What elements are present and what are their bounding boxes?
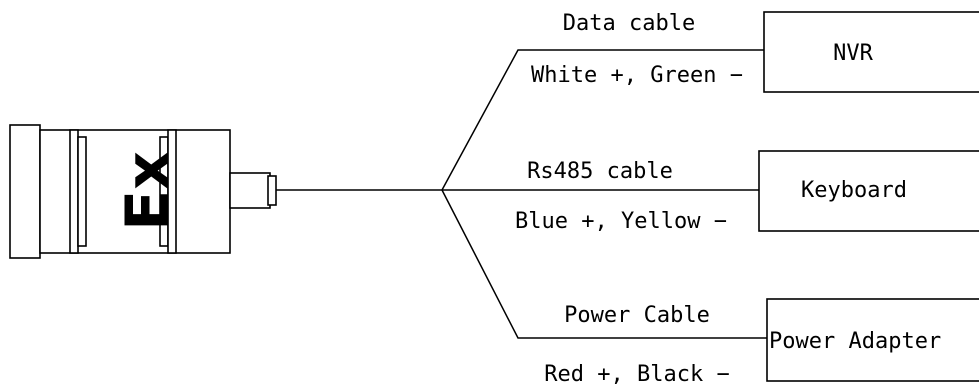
keyboard-box xyxy=(758,150,979,232)
branch-rs485: Rs485 cable Blue +, Yellow − Keyboard xyxy=(515,150,979,234)
rs485-cable-label: Rs485 cable xyxy=(527,159,673,184)
data-cable-label: Data cable xyxy=(563,11,695,36)
cable-lines xyxy=(276,49,767,339)
camera-rear-cap xyxy=(9,124,41,259)
power-cable-line xyxy=(441,189,767,339)
power-adapter-label: Power Adapter xyxy=(769,329,941,354)
nvr-label: NVR xyxy=(833,41,873,66)
camera-ring-right-outer xyxy=(167,129,177,254)
data-cable-wiring-label: White +, Green − xyxy=(531,63,743,88)
camera-ring-left-inner xyxy=(77,136,87,247)
explosion-proof-camera: Ex xyxy=(9,124,277,259)
camera-cable-nut xyxy=(267,175,277,206)
branch-data: Data cable White +, Green − NVR xyxy=(531,11,979,93)
rs485-wiring-label: Blue +, Yellow − xyxy=(515,209,727,234)
power-adapter-box xyxy=(766,298,979,382)
power-cable-label: Power Cable xyxy=(564,303,710,328)
camera-ex-marking: Ex xyxy=(113,151,183,231)
power-wiring-label: Red +, Black − xyxy=(544,362,729,387)
camera-cable-gland xyxy=(229,172,271,209)
camera-ring-left-outer xyxy=(69,129,79,254)
branch-power: Power Cable Red +, Black − Power Adapter xyxy=(544,298,979,387)
data-cable-line xyxy=(441,49,764,191)
nvr-box xyxy=(763,11,979,93)
keyboard-label: Keyboard xyxy=(801,178,907,203)
